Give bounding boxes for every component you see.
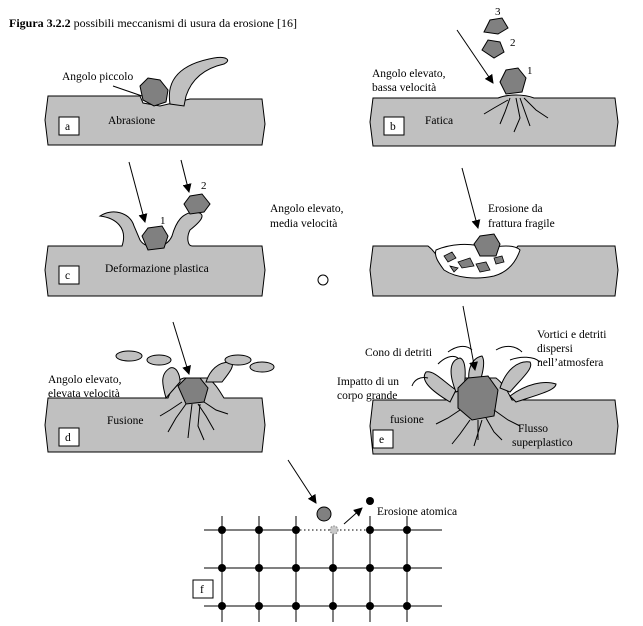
panel-d-title: Fusione [107,415,143,427]
panel-a-particle [139,77,169,107]
panel-a-material-block [44,95,266,146]
panel-br-label-line2: frattura fragile [488,218,555,230]
panel-f-incident-particle [316,506,332,522]
panel-e-flow-line1: Flusso [518,423,548,435]
panel-d-note-line2: elevata velocità [48,388,120,400]
panel-e-large-impact: Cono di detriti Vortici e detriti disper… [337,305,619,455]
panel-c-arrow-2 [180,159,192,193]
panel-a-box [58,116,80,136]
panel-f-atoms [218,526,411,610]
panel-d-melt-lines [159,401,229,441]
panel-b-cracks [483,97,549,133]
panel-f-ejected-atom [366,497,374,505]
panel-c-number-1: 1 [160,215,166,227]
panel-c-material-block [44,211,266,297]
panel-e-splash-left-2 [450,357,466,393]
panel-a-note: Angolo piccolo [62,71,133,83]
panel-a-title: Abrasione [108,115,155,127]
panel-e-box-label: e [379,434,384,446]
panel-e-splash-left-1 [423,371,457,403]
panel-c-particle-1 [141,225,169,251]
middle-circle-marker [317,274,329,286]
panel-b-particle-1 [499,67,527,95]
panel-a-abrasion: a Abrasione Angolo piccolo [44,57,266,146]
panel-e-vortex-line1: Vortici e detriti [537,329,606,341]
panel-br-particle [473,233,501,257]
panel-e-box [372,429,394,449]
middle-note: Angolo elevato, media velocità [270,203,344,286]
panel-d-note-line1: Angolo elevato, [48,374,122,386]
panel-b-fatigue: 3 2 1 Angolo elevato, bassa velocità b F… [369,6,619,147]
panel-d-arrow [172,321,191,375]
panel-e-arrow [462,305,478,371]
panel-c-title: Deformazione plastica [105,263,209,275]
panel-b-note-line1: Angolo elevato, [372,68,446,80]
panel-e-impact-line1: Impatto di un [337,376,399,388]
panel-b-box-label: b [390,121,396,133]
panel-b-number-1: 1 [527,65,533,77]
panel-c-box [58,265,80,285]
panel-d-lip-right [205,361,233,383]
panel-d-box-label: d [65,432,71,444]
panel-d-droplet-3 [224,354,252,366]
panel-f-ejection-arrow [343,507,363,525]
panel-b-note-line2: bassa velocità [372,82,436,94]
panel-e-impact-line2: corpo grande [337,390,397,402]
panel-b-material-block [369,94,619,147]
panel-b-particle-3 [483,17,509,35]
panel-e-melt-lines [435,409,521,447]
panel-e-body [457,375,499,421]
panel-e-vortex-line2: dispersi [537,343,573,355]
panel-d-droplet-1 [115,350,143,362]
panel-d-melting: Angolo elevato, elevata velocità d Fusio… [44,321,275,453]
panel-d-lip-left [162,367,181,400]
panel-f-title: Erosione atomica [377,506,457,518]
panel-b-number-2: 2 [510,37,516,49]
panel-d-box [58,427,80,447]
panel-d-droplet-4 [249,361,275,373]
middle-note-line2: media velocità [270,218,337,230]
middle-note-line1: Angolo elevato, [270,203,344,215]
panel-d-droplet-2 [146,354,172,366]
panel-a-box-label: a [65,121,70,133]
panel-brittle-fracture: Erosione da frattura fragile [369,167,619,297]
panel-a-impact-angle-line [112,85,143,97]
panel-e-splash-right-1 [499,361,532,393]
panel-f-incident-arrow [287,459,317,504]
panel-f-box [192,579,214,599]
figure-caption: Figura 3.2.2 possibili meccanismi di usu… [9,16,297,30]
panel-a-chip [168,57,229,107]
panel-e-flow-line2: superplastico [512,437,573,449]
panel-b-box [383,116,405,136]
panel-e-vortex-lines [411,345,541,387]
panel-f-box-label: f [200,584,204,596]
panel-c-plastic-deformation: 1 2 c Deformazione plastica [44,159,266,297]
panel-e-splash-right-2 [509,382,557,403]
panel-b-number-3: 3 [495,6,501,18]
panel-f-atomic-erosion: Erosione atomica f [192,459,457,622]
panel-c-number-2: 2 [201,180,207,192]
panel-b-particle-2 [481,39,505,59]
panel-br-label-line1: Erosione da [488,203,543,215]
panel-e-cone-label: Cono di detriti [365,347,432,359]
panel-c-arrow-1 [128,161,148,223]
panel-c-box-label: c [65,270,70,282]
panel-e-melting-label: fusione [390,414,424,426]
panel-f-vacancy-site [329,525,339,535]
panel-br-arrow [461,167,481,229]
panel-b-title: Fatica [425,115,453,127]
panel-c-particle-2 [183,193,211,215]
panel-br-fragments [443,251,505,273]
panel-b-arrow [456,29,494,84]
panel-e-vortex-line3: nell’atmosfera [537,357,603,369]
